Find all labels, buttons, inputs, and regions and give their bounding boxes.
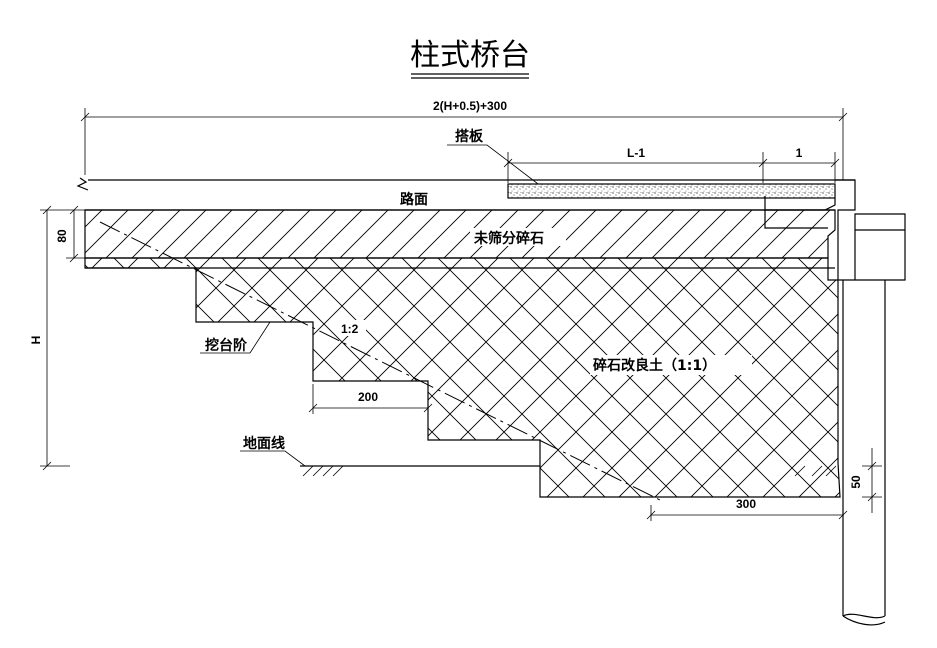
break-mark bbox=[76, 177, 89, 191]
slope-label: 1:2 bbox=[341, 322, 359, 336]
step-cut-leader bbox=[200, 321, 271, 354]
improved-soil-body bbox=[84, 257, 841, 498]
road-surface-label: 路面 bbox=[400, 191, 428, 208]
total-length-dimension: 2(H+0.5)+300 bbox=[80, 99, 848, 180]
improved-soil-label: 碎石改良土（1:1） bbox=[593, 357, 716, 374]
step-width-label: 200 bbox=[358, 390, 378, 404]
step-cut-label: 挖台阶 bbox=[205, 337, 248, 354]
slab-dimension: L-1 1 bbox=[503, 146, 840, 183]
slab-end-label: 1 bbox=[796, 146, 803, 160]
gravel-label: 未筛分碎石 bbox=[474, 230, 544, 247]
drawing-title: 柱式桥台 bbox=[410, 38, 530, 73]
bottom-depth-label: 50 bbox=[849, 475, 863, 489]
pile bbox=[842, 280, 886, 626]
height-label: H bbox=[29, 336, 43, 345]
approach-slab bbox=[507, 183, 836, 199]
gravel-thickness-label: 80 bbox=[55, 229, 69, 243]
gravel-layer bbox=[84, 209, 836, 259]
total-length-label: 2(H+0.5)+300 bbox=[433, 99, 507, 113]
bottom-width-dimension: 300 bbox=[646, 497, 848, 521]
ground-hatch bbox=[302, 465, 837, 477]
bottom-width-label: 300 bbox=[736, 497, 756, 511]
bottom-depth-dimension: 50 bbox=[849, 448, 882, 513]
step-width-dimension: 200 bbox=[308, 384, 433, 414]
approach-slab-label: 搭板 bbox=[455, 128, 484, 145]
left-dimensions: 80 H bbox=[29, 205, 85, 471]
abutment-cap bbox=[764, 179, 906, 281]
slab-length-label: L-1 bbox=[627, 146, 645, 160]
ground-line-label: 地面线 bbox=[243, 435, 285, 452]
approach-slab-leader bbox=[447, 144, 543, 188]
ground-line-leader bbox=[240, 450, 306, 467]
